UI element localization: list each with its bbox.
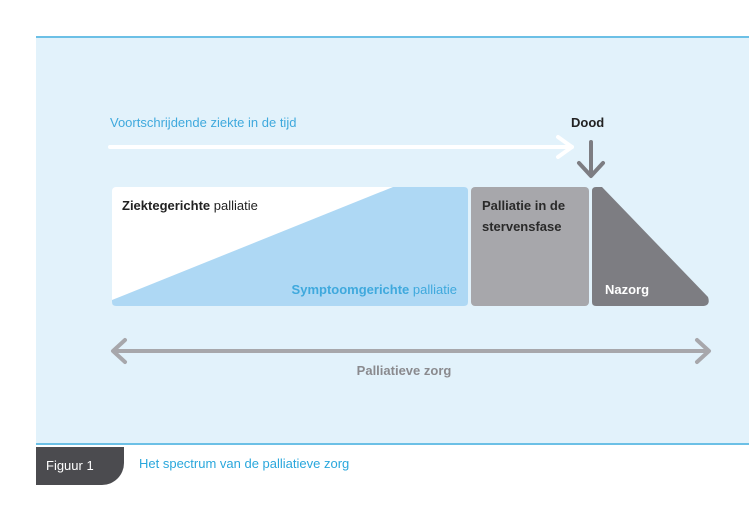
dying-phase-label-line2: stervensfase [482, 219, 562, 234]
timeline-arrow [108, 135, 574, 159]
figure-caption: Het spectrum van de palliatieve zorg [139, 456, 350, 471]
death-down-arrow-icon [577, 140, 605, 178]
symptom-directed-area [112, 187, 468, 306]
symptom-directed-label: Symptoomgerichte palliatie [292, 282, 457, 297]
disease-directed-label: Ziektegerichte palliatie [122, 198, 258, 213]
aftercare-label: Nazorg [605, 282, 649, 297]
palliative-care-label: Palliatieve zorg [357, 363, 452, 378]
timeline-label: Voortschrijdende ziekte in de tijd [110, 115, 296, 130]
figure-number-tab: Figuur 1 [36, 447, 124, 485]
aftercare-block [592, 187, 709, 306]
death-label: Dood [571, 115, 604, 130]
palliative-span-arrow [111, 338, 711, 364]
dying-phase-block [471, 187, 589, 306]
dying-phase-label-line1: Palliatie in de [482, 198, 565, 213]
